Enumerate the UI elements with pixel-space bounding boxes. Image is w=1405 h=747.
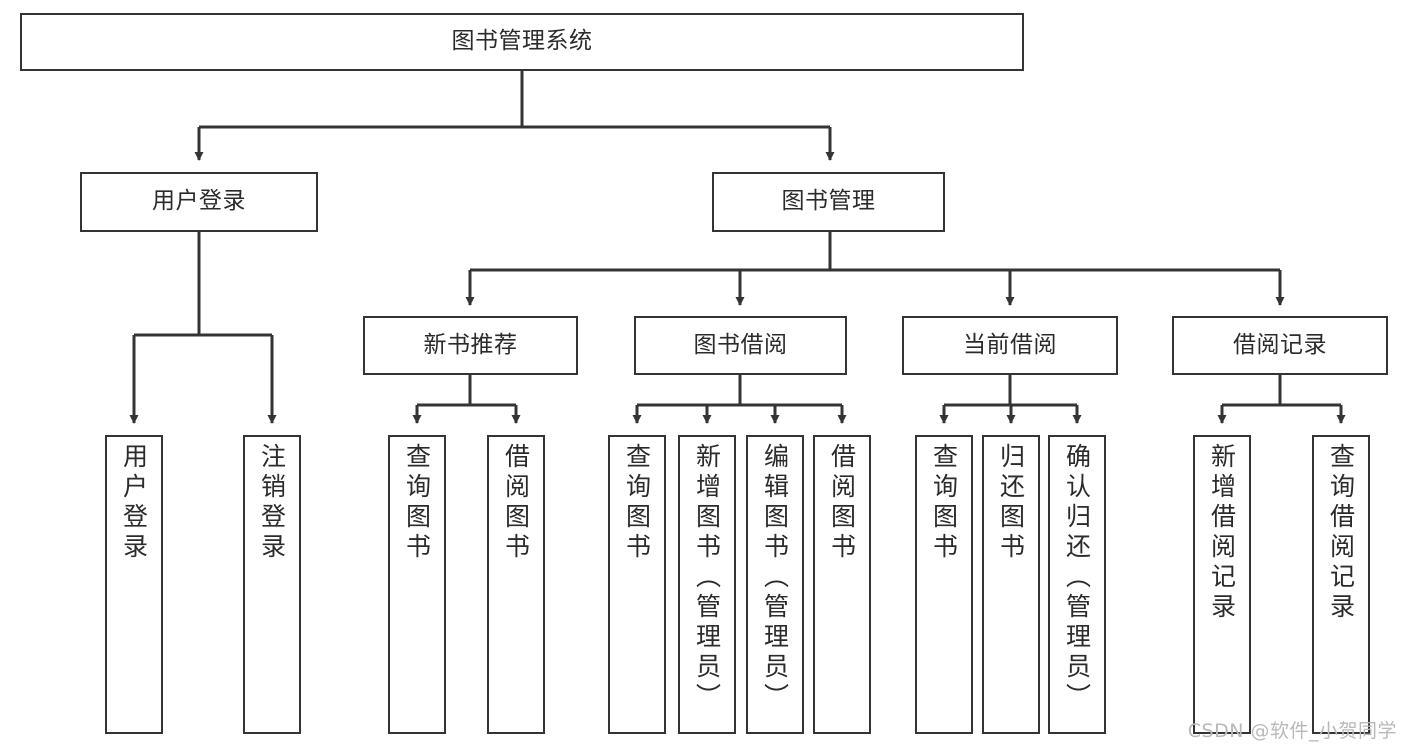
node-current-borrow-label: 当前借阅	[963, 331, 1057, 358]
node-leaf-cur-query-book-label: 查询图书	[929, 443, 959, 563]
node-leaf-user-logout-label: 注销登录	[257, 443, 287, 563]
node-leaf-rec-query-book-label: 查询图书	[402, 443, 432, 563]
watermark-text: CSDN @软件_小贺同学	[1187, 720, 1397, 742]
node-leaf-rec-query-record-label: 查询借阅记录	[1326, 443, 1356, 623]
node-user-login[interactable]: 用户登录	[80, 172, 318, 232]
node-root[interactable]: 图书管理系统	[20, 13, 1024, 71]
node-leaf-rec-borrow-book-label: 借阅图书	[501, 443, 531, 563]
node-leaf-borrow-query-book-label: 查询图书	[622, 443, 652, 563]
node-user-login-label: 用户登录	[152, 188, 246, 215]
node-leaf-user-logout[interactable]: 注销登录	[243, 435, 301, 734]
node-book-manage-label: 图书管理	[781, 188, 876, 215]
node-leaf-cur-return-book-label: 归还图书	[996, 443, 1026, 563]
node-leaf-rec-query-record[interactable]: 查询借阅记录	[1312, 435, 1370, 734]
node-leaf-borrow-edit-book[interactable]: 编辑图书（管理员）	[746, 435, 804, 734]
node-leaf-borrow-query-book[interactable]: 查询图书	[608, 435, 666, 734]
node-leaf-borrow-edit-book-label: 编辑图书（管理员）	[760, 443, 790, 713]
node-leaf-rec-borrow-book[interactable]: 借阅图书	[487, 435, 545, 734]
node-leaf-cur-return-book[interactable]: 归还图书	[982, 435, 1040, 734]
node-leaf-cur-query-book[interactable]: 查询图书	[915, 435, 973, 734]
node-leaf-borrow-add-book-label: 新增图书（管理员）	[692, 443, 722, 713]
node-book-borrow[interactable]: 图书借阅	[634, 316, 847, 375]
node-borrow-record[interactable]: 借阅记录	[1172, 316, 1388, 375]
node-root-label: 图书管理系统	[451, 28, 593, 55]
node-leaf-user-login-label: 用户登录	[119, 443, 149, 563]
node-book-manage[interactable]: 图书管理	[712, 172, 945, 232]
node-book-borrow-label: 图书借阅	[693, 331, 788, 358]
node-current-borrow[interactable]: 当前借阅	[902, 316, 1118, 375]
node-leaf-rec-add-record[interactable]: 新增借阅记录	[1193, 435, 1251, 734]
node-leaf-user-login[interactable]: 用户登录	[105, 435, 163, 734]
node-leaf-borrow-add-book[interactable]: 新增图书（管理员）	[678, 435, 736, 734]
node-borrow-record-label: 借阅记录	[1233, 331, 1327, 358]
node-new-book-rec[interactable]: 新书推荐	[363, 316, 578, 375]
node-leaf-borrow-lend-book-label: 借阅图书	[827, 443, 857, 563]
node-leaf-rec-query-book[interactable]: 查询图书	[388, 435, 446, 734]
node-leaf-rec-add-record-label: 新增借阅记录	[1207, 443, 1237, 623]
node-leaf-cur-confirm-return-label: 确认归还（管理员）	[1062, 443, 1092, 713]
node-new-book-rec-label: 新书推荐	[423, 331, 518, 358]
node-leaf-cur-confirm-return[interactable]: 确认归还（管理员）	[1048, 435, 1106, 734]
node-leaf-borrow-lend-book[interactable]: 借阅图书	[813, 435, 871, 734]
